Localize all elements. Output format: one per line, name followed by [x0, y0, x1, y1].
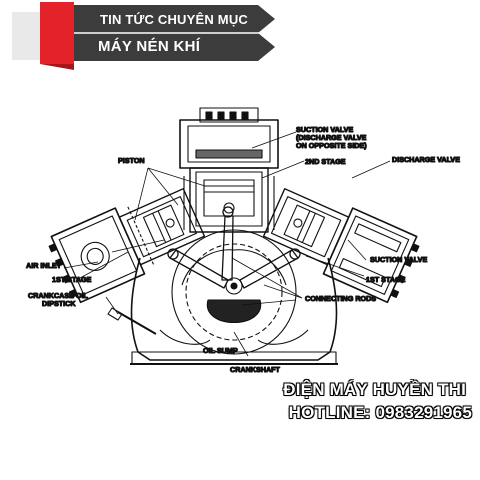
banner-line-2: MÁY NÉN KHÍ [98, 38, 201, 55]
label-discharge-valve-note-2: ON OPPOSITE SIDE) [296, 141, 367, 150]
banner-red-ribbon [40, 2, 74, 64]
second-stage-cylinder [179, 107, 279, 233]
label-connecting-rods: CONNECTING RODS [305, 294, 376, 303]
crankshaft-counterweight [206, 277, 262, 324]
connecting-rods [167, 206, 301, 289]
label-first-stage-right: 1ST STAGE [366, 275, 406, 284]
label-suction-valve-right: SUCTION VALVE [370, 255, 427, 264]
leader-lines [63, 131, 391, 357]
banner-line-1: TIN TỨC CHUYÊN MỤC [100, 12, 248, 27]
right-first-stage-cylinder [262, 188, 420, 304]
label-oil-sump: OIL SUMP [203, 346, 238, 355]
label-suction-valve-top: SUCTION VALVE [296, 125, 353, 134]
label-second-stage: 2ND STAGE [305, 157, 346, 166]
label-air-inlet: AIR INLET [26, 261, 62, 270]
label-crankcase-oil-2: DIPSTICK [42, 299, 76, 308]
valve-bolts-top [205, 111, 249, 121]
label-crankcase-oil-1: CRANKCASE OIL [28, 291, 89, 300]
left-first-stage-cylinder [48, 188, 206, 304]
banner-bar-top [70, 5, 275, 33]
crankcase-oil-dipstick [107, 307, 157, 335]
header-banner [12, 2, 275, 70]
crankcase [130, 229, 338, 365]
banner-fold [12, 12, 40, 60]
banner-bar-bottom [70, 33, 275, 61]
label-first-stage-left: 1ST STAGE [52, 275, 92, 284]
watermark-company-name: ĐIỆN MÁY HUYỀN THI [283, 380, 466, 399]
label-discharge-valve-note-1: (DISCHARGE VALVE [296, 133, 367, 142]
label-piston: PISTON [118, 156, 145, 165]
label-discharge-valve: DISCHARGE VALVE [392, 155, 460, 164]
label-crankshaft: CRANKSHAFT [230, 365, 281, 374]
piston-top [203, 179, 255, 217]
watermark-hotline: HOTLINE: 0983291965 [288, 403, 472, 422]
